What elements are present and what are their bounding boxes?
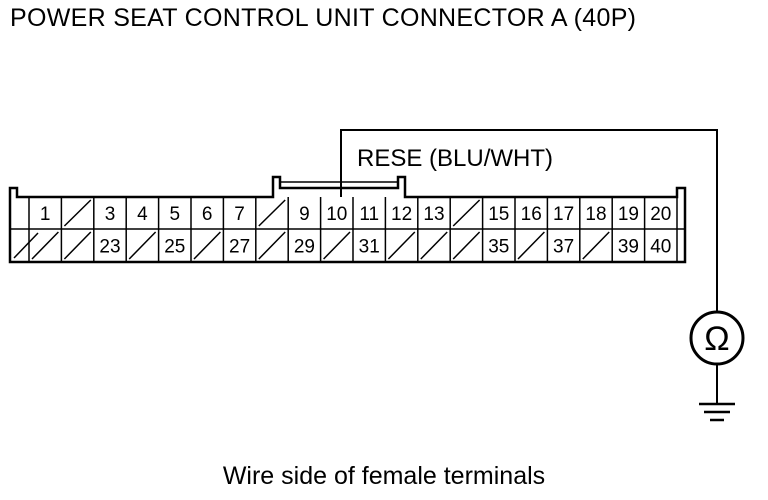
terminal-6: 6: [202, 204, 213, 225]
empty-cavity-slash: [323, 231, 351, 260]
terminal-20: 20: [650, 204, 671, 225]
wire-label: RESE (BLU/WHT): [357, 145, 553, 172]
empty-cavity-slash: [128, 231, 157, 260]
terminal-5: 5: [170, 204, 181, 225]
empty-cavity-slash: [193, 231, 221, 260]
terminal-16: 16: [521, 204, 542, 225]
empty-cavity-slash: [31, 231, 59, 260]
empty-cavity-slash: [13, 232, 39, 259]
terminal-39: 39: [618, 237, 639, 258]
terminal-18: 18: [585, 204, 606, 225]
terminal-31: 31: [359, 237, 380, 258]
terminal-25: 25: [164, 237, 185, 258]
empty-cavity-slash: [258, 199, 286, 227]
terminal-35: 35: [488, 237, 509, 258]
terminal-37: 37: [553, 237, 574, 258]
empty-cavity-slash: [63, 231, 92, 260]
terminal-15: 15: [488, 204, 509, 225]
terminal-27: 27: [229, 237, 250, 258]
ground-icon: [699, 402, 735, 422]
ohm-symbol: Ω: [704, 320, 729, 358]
terminal-1: 1: [40, 204, 51, 225]
diagram-title: POWER SEAT CONTROL UNIT CONNECTOR A (40P…: [10, 4, 637, 32]
empty-cavity-slash: [63, 199, 92, 227]
terminal-23: 23: [99, 237, 120, 258]
empty-cavity-slash: [452, 231, 481, 260]
terminal-40: 40: [650, 237, 671, 258]
empty-cavity-slash: [387, 231, 416, 260]
terminal-9: 9: [299, 204, 310, 225]
empty-cavity-slash: [258, 231, 286, 260]
empty-cavity-slash: [517, 231, 545, 260]
terminal-17: 17: [553, 204, 574, 225]
terminal-10: 10: [326, 204, 347, 225]
empty-cavity-slash: [452, 199, 481, 227]
test-wire: [340, 129, 718, 311]
terminal-7: 7: [234, 204, 245, 225]
terminal-11: 11: [359, 204, 379, 225]
empty-cavity-slash: [420, 231, 448, 260]
ohmmeter-icon: Ω: [689, 310, 745, 366]
terminal-12: 12: [391, 204, 412, 225]
connector-housing: [8, 175, 687, 264]
diagram-caption: Wire side of female terminals: [222, 462, 546, 490]
terminal-4: 4: [137, 204, 148, 225]
terminal-13: 13: [423, 204, 444, 225]
terminal-3: 3: [105, 204, 116, 225]
terminal-19: 19: [618, 204, 639, 225]
terminal-29: 29: [294, 237, 315, 258]
empty-cavity-slash: [582, 231, 610, 260]
